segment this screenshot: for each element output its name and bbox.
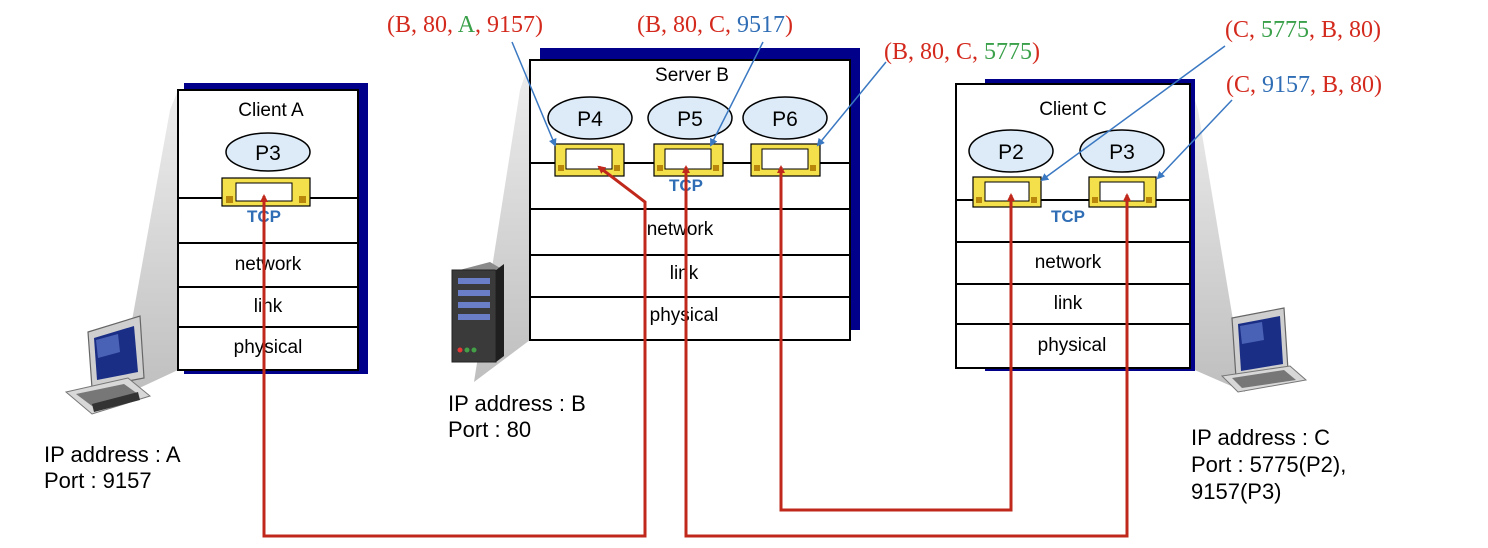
server-b-socket-p5 xyxy=(653,143,724,177)
client-a-port-label: Port : 9157 xyxy=(44,468,152,493)
client-c-ip-label: IP address : C xyxy=(1191,425,1330,450)
server-b-ip-label: IP address : B xyxy=(448,391,586,416)
client-c-process-p3-label: P3 xyxy=(1109,141,1135,164)
client-c-layer-link: link xyxy=(1054,293,1083,314)
server-b-socket-p4 xyxy=(554,143,625,177)
client-a-layer-network: network xyxy=(235,254,302,275)
tuple-c-p3-open: (C, xyxy=(1226,72,1262,98)
tuple-p5-src-port: 9517 xyxy=(737,12,785,38)
tuple-p6-open: (B, 80, C, xyxy=(884,39,984,65)
client-c-tcp-label: TCP xyxy=(1051,207,1085,226)
tuple-p4-src-port: 9157 xyxy=(487,12,535,38)
pointer-p4-tuple xyxy=(511,41,557,147)
server-b-socket-p6 xyxy=(750,143,821,177)
tuple-c-p2-dst-port: 5775 xyxy=(1261,17,1309,43)
tuple-c-p2-close: , B, 80) xyxy=(1309,17,1381,43)
server-b-layer-physical: physical xyxy=(650,305,719,326)
client-a-stack: Client A P3 TCP network link physical xyxy=(177,83,368,374)
tuple-p6: (B, 80, C, 5775) xyxy=(884,39,1040,65)
tuple-p4: (B, 80, A, 9157) xyxy=(387,12,543,38)
client-a-process-p3 xyxy=(225,132,311,172)
tuple-c-p2-open: (C, xyxy=(1225,17,1261,43)
tuple-p5-open: (B, 80, C, xyxy=(637,12,737,38)
client-c-layer-network: network xyxy=(1035,252,1102,273)
client-c-socket-p2 xyxy=(972,176,1042,208)
client-c-stack: Client C P2 P3 TCP network link physical xyxy=(955,79,1195,371)
client-c-title: Client C xyxy=(1039,99,1107,120)
server-b-process-p6 xyxy=(742,96,828,140)
client-c-port-label-2: 9157(P3) xyxy=(1191,479,1282,504)
server-b-port-label: Port : 80 xyxy=(448,417,531,442)
tuple-p4-close: ) xyxy=(535,12,543,38)
server-b-layer-link: link xyxy=(670,263,699,284)
client-a-ip-label: IP address : A xyxy=(44,442,181,467)
path-client-a-to-p4 xyxy=(262,165,647,538)
server-b-layer-network: network xyxy=(647,219,714,240)
server-b-stack: Server B P4 P5 P6 TCP network link physi… xyxy=(529,48,860,341)
tuple-c-p3: (C, 9157, B, 80) xyxy=(1226,72,1382,98)
pointer-c-p3-tuple xyxy=(1156,99,1233,180)
tuple-p6-close: ) xyxy=(1032,39,1040,65)
pointer-p6-tuple xyxy=(816,61,887,147)
client-a-layer-link: link xyxy=(254,296,283,317)
client-c-process-p3 xyxy=(1079,129,1165,173)
client-a-layer-physical: physical xyxy=(234,337,303,358)
client-c-shading xyxy=(1190,84,1245,392)
server-b-process-p6-label: P6 xyxy=(772,108,798,131)
tuple-p5: (B, 80, C, 9517) xyxy=(637,12,793,38)
client-c-socket-p3 xyxy=(1088,176,1157,208)
desktop-computer-icon xyxy=(64,315,152,415)
tuple-p4-src-ip: A xyxy=(458,12,476,38)
tuple-c-p2: (C, 5775, B, 80) xyxy=(1225,17,1381,43)
client-a-title: Client A xyxy=(238,100,304,121)
server-b-process-p5-label: P5 xyxy=(677,108,703,131)
client-c-layer-physical: physical xyxy=(1038,335,1107,356)
server-b-process-p4-label: P4 xyxy=(577,108,603,131)
tuple-c-p3-close: , B, 80) xyxy=(1310,72,1382,98)
server-tower-icon xyxy=(451,262,504,363)
tuple-p5-close: ) xyxy=(785,12,793,38)
server-b-process-p5 xyxy=(647,96,733,140)
tuple-p4-sep: , xyxy=(475,12,487,38)
tuple-p4-open: (B, 80, xyxy=(387,12,458,38)
client-c-process-p2-label: P2 xyxy=(998,141,1024,164)
client-c-port-label-1: Port : 5775(P2), xyxy=(1191,452,1346,477)
pointer-c-p2-tuple xyxy=(1040,45,1226,182)
client-a-process-label: P3 xyxy=(255,142,281,165)
pointer-p5-tuple xyxy=(710,41,764,147)
desktop-computer-icon xyxy=(1220,307,1308,393)
server-b-title: Server B xyxy=(655,65,729,86)
server-b-process-p4 xyxy=(547,96,633,140)
client-c-process-p2 xyxy=(968,129,1054,173)
tuple-p6-src-port: 5775 xyxy=(984,39,1032,65)
tuple-c-p3-dst-port: 9157 xyxy=(1262,72,1310,98)
client-a-socket xyxy=(221,177,311,207)
